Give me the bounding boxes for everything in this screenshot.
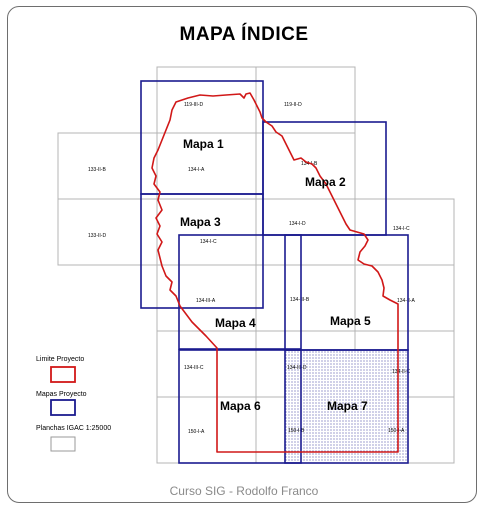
- grid-sheet: [156, 330, 257, 398]
- map-labels: Mapa 1 Mapa 2 Mapa 3 Mapa 4 Mapa 5 Mapa …: [180, 137, 371, 413]
- map-4-label: Mapa 4: [215, 316, 256, 330]
- grid-label: 134-I-A: [188, 167, 205, 173]
- grid-label: 134-III-C: [184, 365, 204, 371]
- project-limit-boundary: [151, 92, 399, 453]
- map-3-label: Mapa 3: [180, 215, 221, 229]
- map-1-label: Mapa 1: [183, 137, 224, 151]
- legend-igac-sheets-swatch: [50, 436, 76, 452]
- grid-label: 133-II-D: [88, 233, 106, 239]
- grid-label: 134-I-C: [200, 239, 217, 245]
- grid-label: 150-I-A: [188, 429, 205, 435]
- grid-sheet: [57, 132, 158, 200]
- legend-project-maps-swatch: [50, 399, 76, 416]
- grid-sheet: [354, 198, 455, 266]
- legend-project-limit-swatch: [50, 366, 76, 383]
- project-maps: [140, 80, 409, 464]
- grid-label: 134-II-C: [392, 369, 410, 375]
- map-7-fill: [285, 350, 408, 463]
- grid-label: 134-II-A: [397, 298, 415, 304]
- grid-label: 134-III-D: [287, 365, 307, 371]
- grid-sheet: [255, 66, 356, 134]
- map-7-frame: [284, 349, 409, 464]
- map-7-label: Mapa 7: [327, 399, 368, 413]
- map-5-frame: [284, 234, 409, 351]
- legend-project-limit-label: Limite Proyecto: [36, 356, 84, 363]
- grid-label: 134-III-B: [290, 297, 310, 303]
- grid-sheet: [156, 66, 257, 134]
- legend-igac-sheets-label: Planchas IGAC 1:25000: [36, 425, 111, 432]
- legend-project-maps-label: Mapas Proyecto: [36, 391, 87, 398]
- map-6-frame: [178, 349, 302, 464]
- map-6-label: Mapa 6: [220, 399, 261, 413]
- grid-label: 134-I-D: [289, 221, 306, 227]
- grid-label: 119-III-D: [184, 102, 203, 108]
- grid-label: 134-III-A: [196, 298, 216, 304]
- map-5-label: Mapa 5: [330, 314, 371, 328]
- map-4-frame: [178, 234, 302, 350]
- grid-label: 134-I-C: [393, 226, 410, 232]
- credit-text: Curso SIG - Rodolfo Franco: [169, 484, 319, 498]
- legend: Limite Proyecto Mapas Proyecto Planchas …: [36, 356, 111, 452]
- grid-sheet: [57, 198, 158, 266]
- grid-sheet: [156, 198, 257, 266]
- grid-sheet: [255, 198, 356, 266]
- map-frame: [7, 6, 477, 503]
- map-2-label: Mapa 2: [305, 175, 346, 189]
- grid-label: 150-I-B: [288, 428, 305, 434]
- grid-label: 133-II-B: [88, 167, 106, 173]
- grid-label: 150-I-A: [388, 428, 405, 434]
- grid-label: 119-II-D: [284, 102, 302, 108]
- grid-labels: 119-III-D 119-II-D 133-II-B 134-I-A 133-…: [88, 102, 415, 435]
- page-title: MAPA ÍNDICE: [179, 24, 309, 45]
- map-3-frame: [140, 193, 264, 309]
